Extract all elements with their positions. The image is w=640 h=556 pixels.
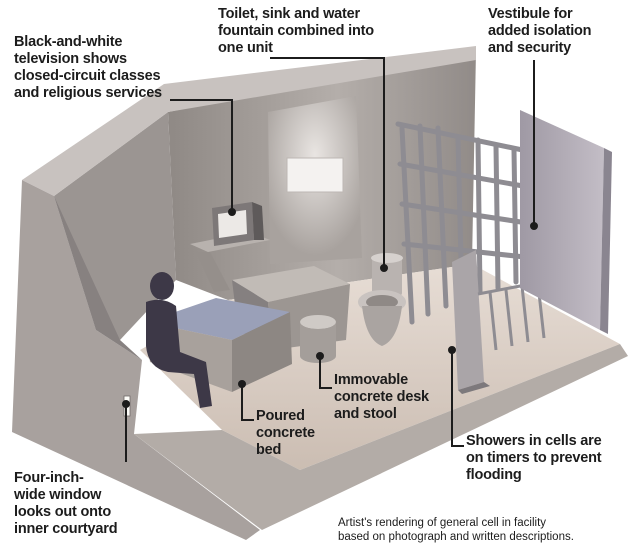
seated-figure (146, 272, 212, 408)
callout-vestibule: Vestibule for added isolation and securi… (488, 6, 592, 56)
leader-toilet (270, 57, 385, 268)
callout-desk: Immovable concrete desk and stool (334, 372, 429, 422)
left-wall-top (22, 46, 476, 196)
callout-shower: Showers in cells are on timers to preven… (466, 433, 602, 483)
front-ledge (134, 344, 628, 530)
leader-lines (122, 57, 538, 462)
toilet-sink-unit (358, 253, 406, 346)
shower-stall (452, 250, 490, 394)
leader-television (170, 99, 233, 212)
leader-shower (451, 350, 464, 447)
leader-desk (319, 356, 332, 389)
artist-caption: Artist's rendering of general cell in fa… (338, 517, 574, 543)
callout-window: Four-inch- wide window looks out onto in… (14, 470, 118, 537)
vestibule-wall (520, 110, 612, 334)
leader-bed (241, 384, 254, 421)
callout-bed: Poured concrete bed (256, 408, 315, 458)
left-wall-face (12, 180, 260, 540)
callout-television: Black-and-white television shows closed-… (14, 34, 162, 101)
television (212, 202, 264, 246)
tv-bracket (196, 252, 230, 292)
left-wall-edge (54, 196, 142, 360)
callout-toilet: Toilet, sink and water fountain combined… (218, 6, 374, 56)
concrete-stool (300, 315, 336, 363)
light-fixture (286, 157, 344, 193)
